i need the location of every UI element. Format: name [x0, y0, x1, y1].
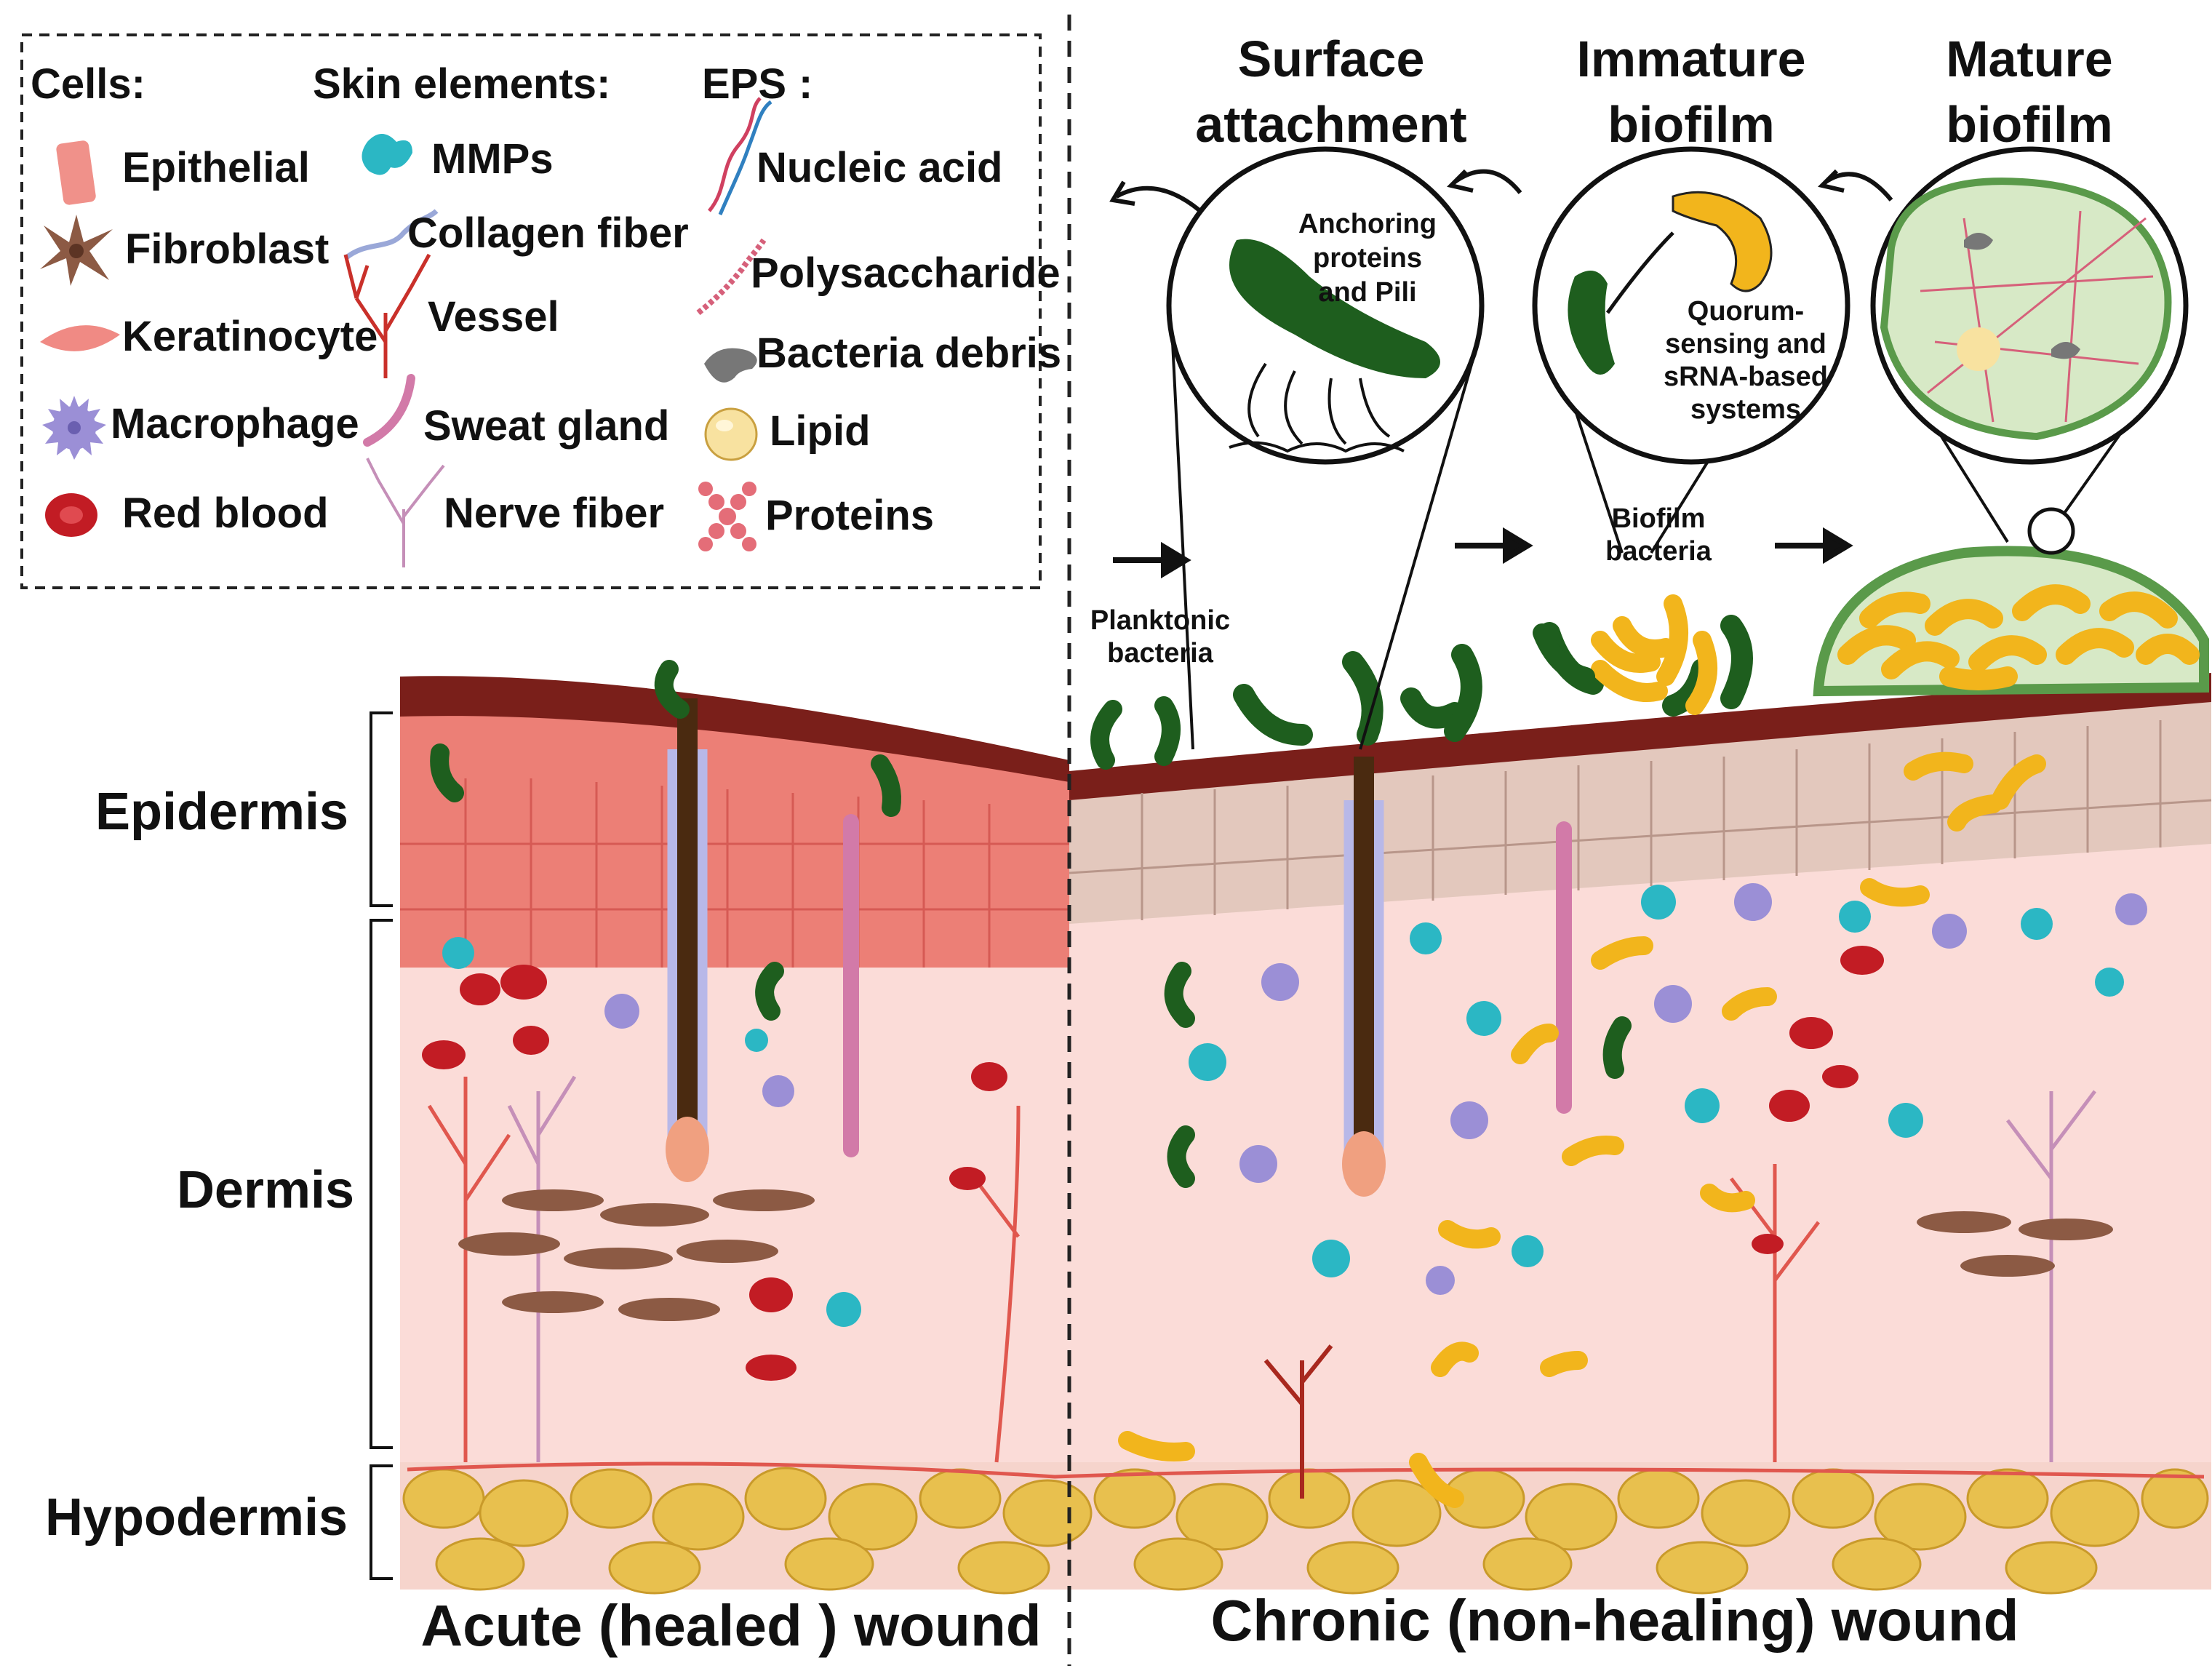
mmp-molecules [442, 885, 2124, 1327]
legend-cell-label: Macrophage [111, 400, 359, 447]
skin-cross-section [400, 546, 2212, 1595]
progression-arrows [1113, 527, 1853, 579]
fibroblast-cluster-acute [458, 1189, 815, 1321]
legend-eps-label: Bacteria debris [756, 330, 1061, 377]
fibroblast-cluster-chronic [1917, 1211, 2113, 1277]
legend-cell-label: Keratinocyte [122, 313, 378, 360]
fat-cells [402, 1467, 2209, 1595]
biofilm-bacteria-label-line1: Biofilm [1612, 503, 1706, 534]
proteins-icon [698, 482, 756, 551]
stage-surface-line1: Surface [1238, 31, 1425, 87]
biofilm-bacteria-label-line2: bacteria [1605, 536, 1712, 567]
vessels [407, 1077, 2205, 1479]
mature-biofilm [1813, 546, 2209, 697]
stage-surface-line2: attachment [1195, 96, 1466, 153]
hair-follicle-acute [666, 698, 709, 1182]
stage-arrows [1109, 169, 1893, 213]
inset-anchoring-line: Anchoring [1298, 209, 1437, 239]
epidermis-label: Epidermis [95, 783, 348, 841]
red-blood-icon [45, 493, 97, 537]
planktonic-label-line1: Planktonic [1090, 605, 1230, 636]
inset-surface-attachment: Anchoring proteins and Pili [1166, 146, 1485, 750]
nerve-fiber-icon [366, 458, 445, 567]
dermis-label: Dermis [177, 1161, 354, 1219]
chronic-epidermis-cells [1069, 720, 2212, 920]
legend-eps-title: EPS [702, 60, 786, 108]
legend-eps-label: Polysaccharide [751, 250, 1061, 297]
stage-mature-line2: biofilm [1946, 96, 2112, 153]
stage-immature-line2: biofilm [1608, 96, 1774, 153]
planktonic-label-line2: bacteria [1107, 638, 1214, 669]
inset-quorum-line: sRNA-based [1664, 362, 1828, 392]
legend-cell-label: Epithelial [122, 144, 310, 191]
immature-biofilm-mat [1533, 623, 1717, 715]
lipid-icon [704, 407, 758, 461]
layer-brackets [370, 711, 393, 1580]
inset-quorum-line: systems [1690, 394, 1801, 425]
legend-skin-title: Skin elements: [313, 60, 610, 108]
legend-box: Cells: Skin elements: EPS : Epithelial F… [20, 33, 1061, 589]
sweat-gland-icon [363, 374, 415, 447]
inset-mature-biofilm [1870, 146, 2189, 555]
hair-follicle-chronic [1342, 757, 1386, 1197]
legend-cell-label: Red blood [122, 490, 329, 537]
legend-skin-label: Sweat gland [423, 402, 669, 450]
inset-anchoring-line: proteins [1313, 243, 1422, 274]
polysaccharide-icon [696, 238, 767, 316]
epithelial-icon [56, 140, 96, 205]
inset-immature-biofilm: Quorum- sensing and sRNA-based systems [1532, 146, 1850, 554]
vessel-damaged [1263, 1344, 1333, 1499]
stage-immature-line1: Immature [1576, 31, 1805, 87]
epidermis-acute-crust [400, 676, 1069, 782]
legend-skin-label: Collagen fiber [407, 210, 689, 257]
legend-skin-label: Nerve fiber [444, 490, 664, 537]
collagen-fiber-icon [343, 209, 439, 260]
macrophages [604, 883, 2147, 1295]
fibroblast-icon [40, 215, 113, 286]
planktonic-bacteria-green [430, 660, 1632, 1188]
epidermis-acute [400, 698, 1069, 968]
legend-eps-colon: : [799, 60, 812, 108]
legend-eps-label: Proteins [765, 492, 934, 539]
bacteria-debris-icon [704, 348, 757, 383]
nucleic-acid-icon [708, 97, 772, 215]
legend-skin-label: Vessel [428, 293, 559, 340]
inset-quorum-line: Quorum- [1688, 296, 1804, 327]
inset-quorum-line: sensing and [1665, 329, 1826, 359]
stage-mature-line1: Mature [1946, 31, 2112, 87]
inset-anchoring-line: and Pili [1318, 277, 1416, 308]
hypodermis-label: Hypodermis [45, 1488, 348, 1547]
vessel-icon [343, 253, 431, 378]
legend-eps-label: Lipid [770, 407, 871, 455]
legend-skin-label: MMPs [431, 135, 554, 183]
mmp-icon [362, 134, 412, 175]
chronic-wound-title: Chronic (non-healing) wound [1211, 1588, 2019, 1653]
macrophage-icon [42, 396, 106, 460]
stage-titles: Surface attachment Immature biofilm Matu… [1195, 31, 2112, 153]
red-blood-cells [422, 946, 1884, 1381]
legend-cells-title: Cells: [31, 60, 145, 108]
acute-wound-title: Acute (healed ) wound [420, 1593, 1041, 1658]
nerve-fibers [507, 1075, 2096, 1462]
biofilm-bacteria-yellow [1118, 594, 2046, 1508]
keratinocyte-icon [40, 325, 120, 351]
legend-cell-label: Fibroblast [125, 226, 329, 273]
legend-eps-label: Nucleic acid [756, 144, 1002, 191]
